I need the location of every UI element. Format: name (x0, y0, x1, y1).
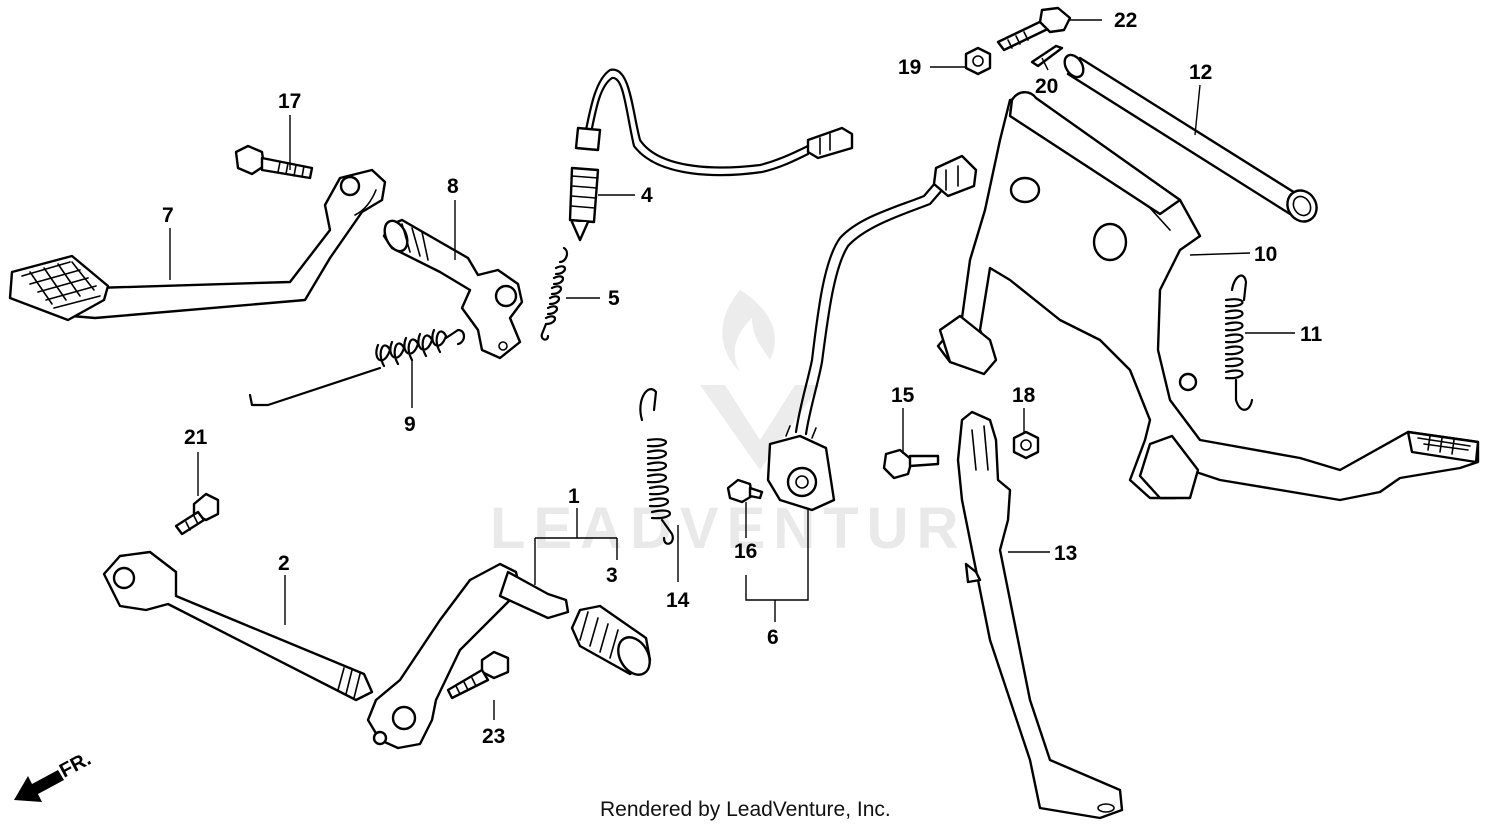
callout-22: 22 (1114, 9, 1137, 32)
callout-13: 13 (1054, 542, 1077, 565)
switch-spring (540, 246, 569, 341)
bolt-17 (234, 144, 314, 180)
callout-12: 12 (1189, 61, 1212, 84)
callout-2: 2 (278, 552, 290, 575)
front-arrow-icon (14, 770, 64, 802)
callouts: 1 2 3 4 5 6 7 8 9 10 11 12 13 14 15 16 1… (162, 9, 1323, 748)
nut-19 (964, 46, 992, 76)
callout-16: 16 (734, 540, 757, 563)
side-stand (956, 410, 1124, 820)
stand-spring (1224, 274, 1254, 411)
callout-6: 6 (767, 626, 779, 649)
stop-switch (568, 68, 854, 242)
callout-21: 21 (184, 426, 208, 449)
callout-11: 11 (1300, 323, 1323, 346)
watermark: LEADVENTURE (490, 290, 1013, 561)
brake-shaft (382, 218, 524, 360)
callout-23: 23 (482, 725, 505, 748)
bolt-23 (446, 650, 510, 700)
brake-pedal (8, 168, 387, 322)
main-stand (936, 91, 1480, 502)
watermark-text: LEADVENTURE (490, 496, 1013, 561)
shift-rubber (570, 604, 652, 676)
callout-15: 15 (891, 384, 915, 407)
cotter-pin-20 (1030, 44, 1064, 68)
callout-18: 18 (1012, 384, 1036, 407)
callout-17: 17 (278, 90, 301, 113)
callout-5: 5 (608, 287, 620, 310)
callout-20: 20 (1035, 75, 1058, 98)
callout-19: 19 (898, 56, 921, 79)
callout-9: 9 (404, 413, 416, 436)
callout-4: 4 (641, 184, 653, 207)
side-stand-switch (766, 154, 978, 512)
callout-7: 7 (162, 204, 174, 227)
footer-credit: Rendered by LeadVenture, Inc. (600, 798, 891, 821)
gearshift-pedal (366, 562, 570, 750)
nut-18 (1012, 430, 1040, 460)
spring-14 (639, 388, 674, 545)
pivot-pipe (1063, 53, 1318, 223)
callout-1: 1 (568, 485, 580, 508)
front-direction-indicator: FR. (14, 748, 95, 802)
bolt-21 (174, 492, 220, 536)
leader-lines (169, 19, 1295, 720)
callout-14: 14 (666, 589, 690, 612)
screw-16 (726, 478, 764, 504)
bolt-15 (882, 448, 940, 480)
bolt-22 (996, 6, 1072, 52)
callout-10: 10 (1254, 243, 1277, 266)
callout-3: 3 (606, 564, 618, 587)
return-spring (248, 328, 466, 407)
shift-shaft (102, 550, 374, 702)
callout-8: 8 (447, 175, 459, 198)
